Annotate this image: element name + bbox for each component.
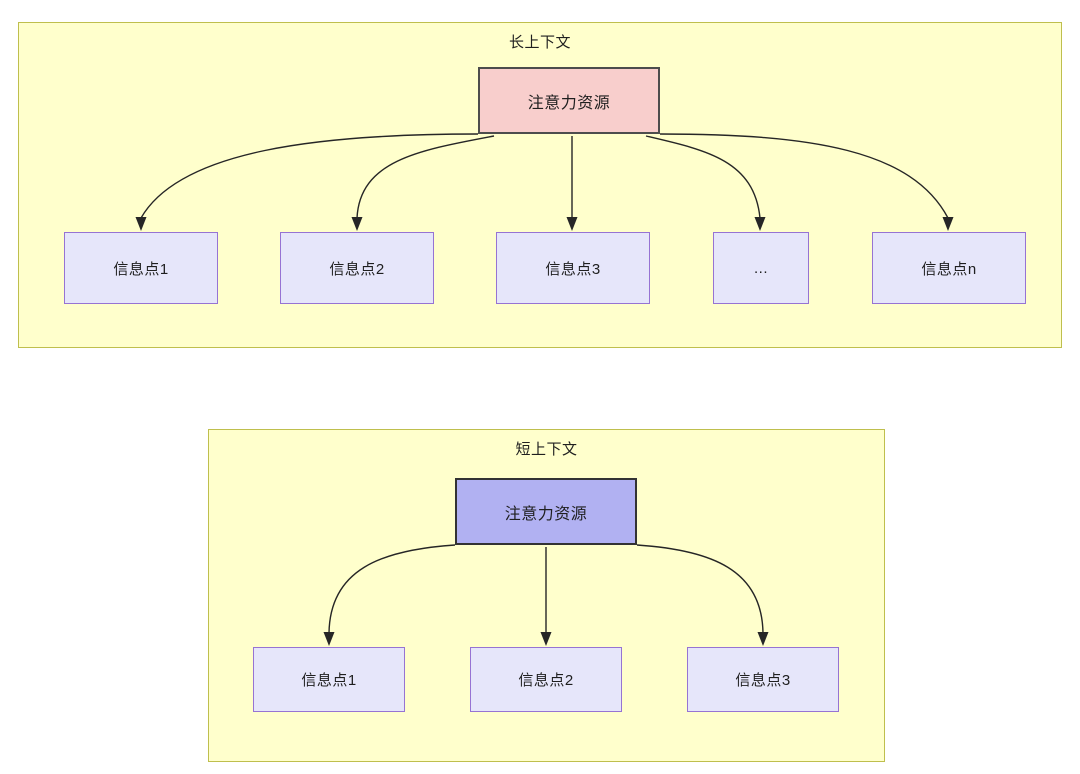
long-context-info-node-ellipsis[interactable]: ... (713, 232, 809, 304)
long-context-attention-node[interactable]: 注意力资源 (478, 67, 660, 134)
long-context-panel-title: 长上下文 (508, 34, 571, 51)
short-context-info-label-2: 信息点2 (518, 672, 574, 689)
long-context-info-label-ellipsis: ... (753, 259, 768, 277)
long-context-info-label-3: 信息点3 (545, 260, 601, 278)
long-context-info-node-3[interactable]: 信息点3 (496, 232, 650, 304)
long-context-info-node-2[interactable]: 信息点2 (280, 232, 434, 304)
long-context-info-node-1[interactable]: 信息点1 (64, 232, 218, 304)
long-context-attention-label: 注意力资源 (527, 94, 611, 112)
short-context-info-node-2[interactable]: 信息点2 (470, 647, 622, 712)
short-context-info-label-3: 信息点3 (735, 672, 791, 689)
short-context-info-label-1: 信息点1 (301, 672, 357, 689)
short-context-info-node-1[interactable]: 信息点1 (253, 647, 405, 712)
short-context-attention-node[interactable]: 注意力资源 (455, 478, 637, 545)
long-context-info-label-2: 信息点2 (329, 260, 385, 278)
long-context-info-label-1: 信息点1 (113, 260, 169, 278)
long-context-info-node-n[interactable]: 信息点n (872, 232, 1026, 304)
short-context-attention-label: 注意力资源 (504, 505, 588, 523)
long-context-info-label-n: 信息点n (921, 260, 977, 278)
short-context-info-node-3[interactable]: 信息点3 (687, 647, 839, 712)
short-context-panel-title: 短上下文 (515, 441, 578, 458)
